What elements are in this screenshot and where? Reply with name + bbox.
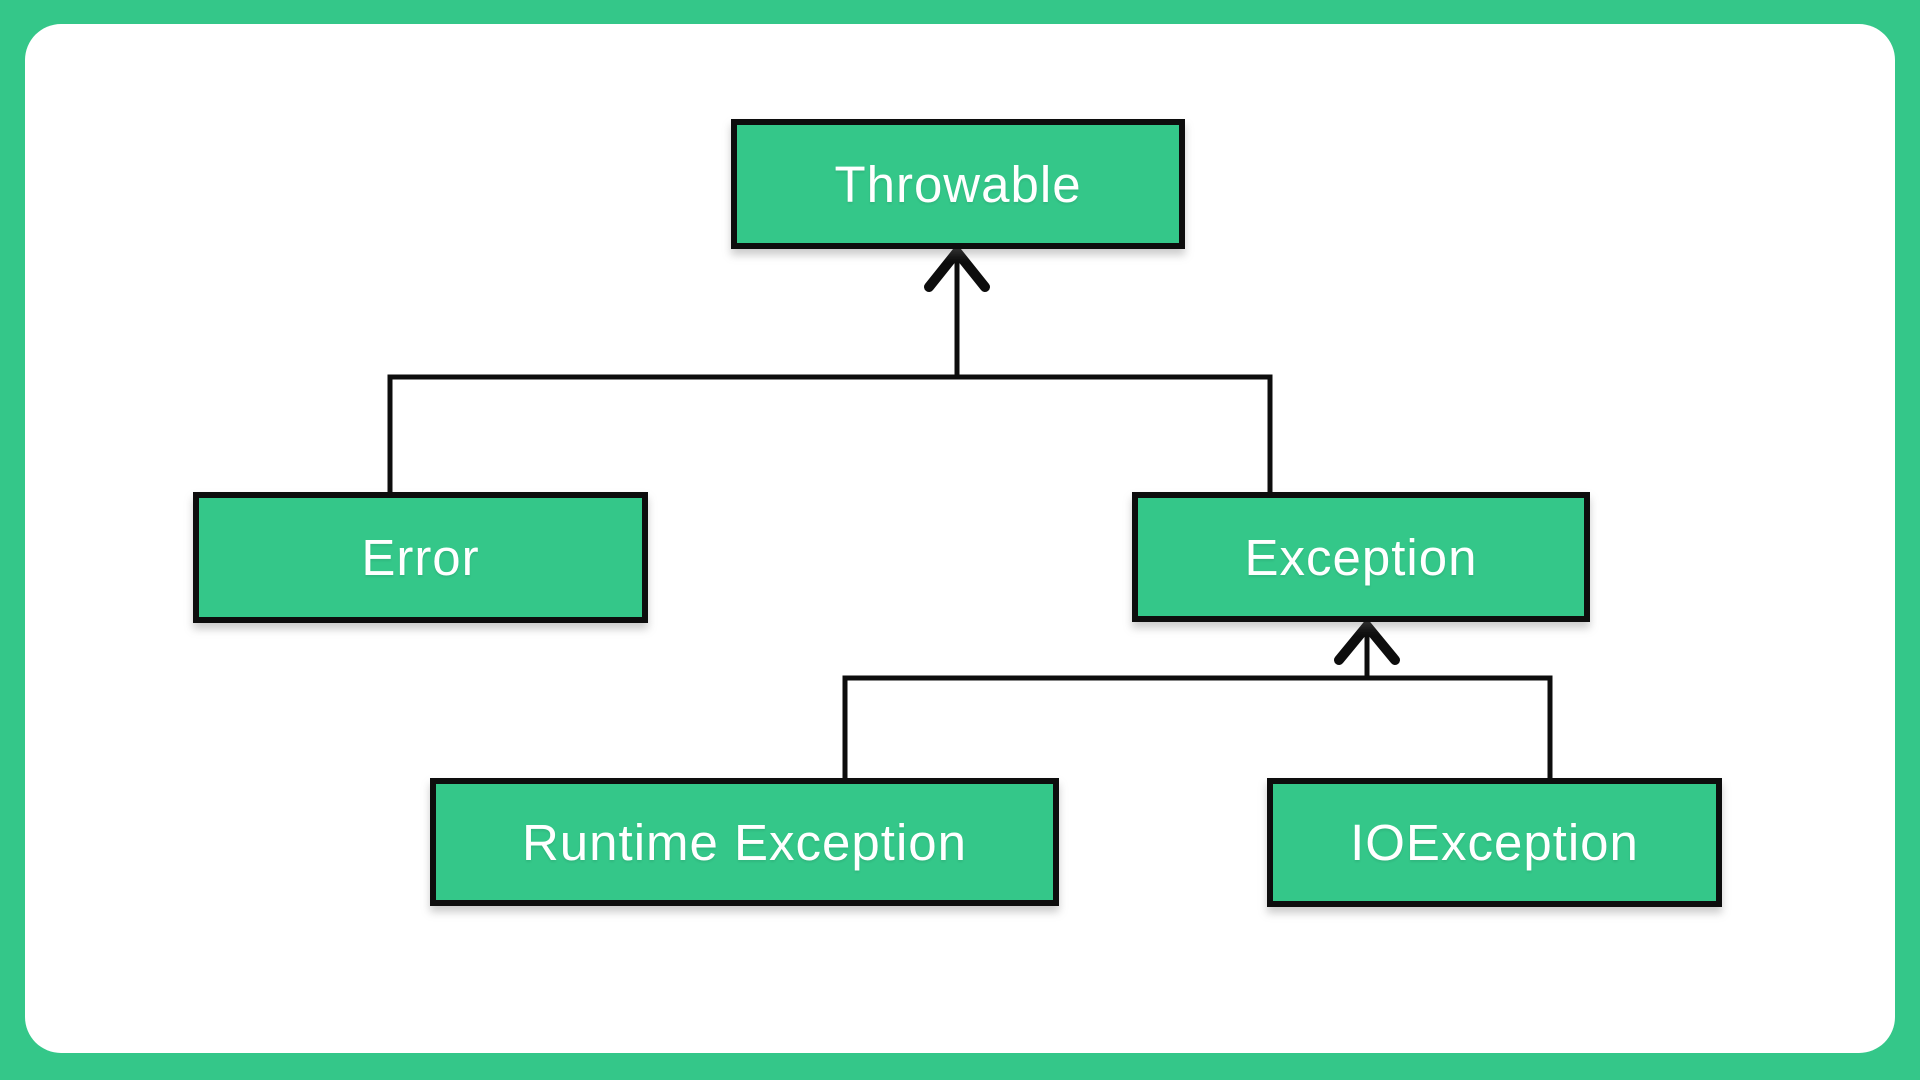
node-io-exception-label: IOException [1350, 814, 1639, 871]
node-io-exception: IOException [1267, 778, 1722, 907]
node-error: Error [193, 492, 648, 623]
edge-bar-level2 [842, 675, 1553, 781]
arrowhead-up-throwable [924, 243, 990, 292]
node-exception: Exception [1132, 492, 1590, 622]
node-exception-label: Exception [1244, 528, 1478, 586]
node-error-label: Error [361, 529, 480, 586]
node-runtime-exception: Runtime Exception [430, 778, 1059, 906]
edge-bar-level1 [387, 374, 1273, 495]
node-throwable-label: Throwable [834, 155, 1082, 213]
edge-children-to-throwable [387, 243, 1273, 495]
node-throwable: Throwable [731, 119, 1185, 249]
arrowhead-up-exception [1334, 618, 1400, 665]
edge-children-to-exception [842, 618, 1553, 781]
node-runtime-exception-label: Runtime Exception [521, 813, 968, 871]
